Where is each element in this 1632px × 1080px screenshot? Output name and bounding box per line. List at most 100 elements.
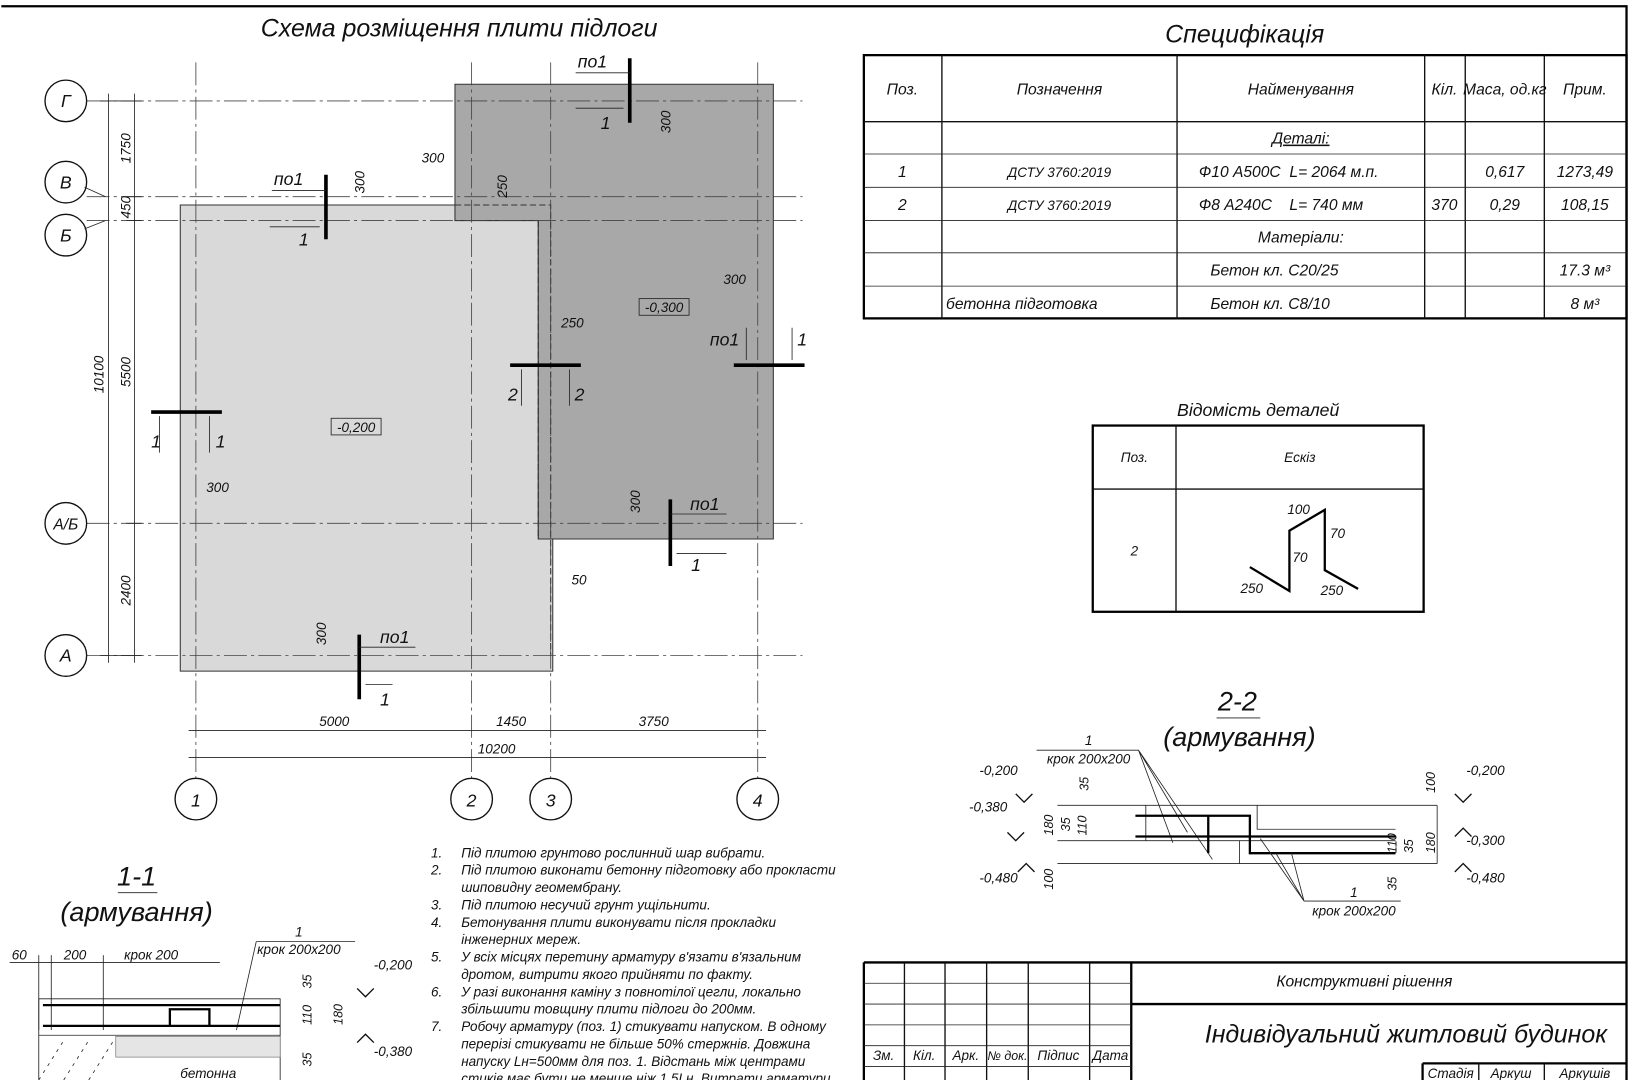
svg-text:70: 70 (1293, 550, 1309, 565)
svg-text:Відомість деталей: Відомість деталей (1177, 400, 1339, 420)
svg-text:370: 370 (1431, 197, 1457, 214)
specification-table: Специфікація Поз. Позначення Найменуванн… (862, 21, 1628, 320)
svg-text:2: 2 (1130, 544, 1139, 559)
title-block: Зм. Кіл. Арк. № док. Підпис Дата Констру… (862, 961, 1627, 1080)
svg-text:35: 35 (1078, 777, 1092, 791)
sheet-frame (1, 5, 1628, 1080)
svg-text:по1: по1 (690, 494, 719, 514)
svg-text:1: 1 (1085, 733, 1093, 748)
svg-text:180: 180 (1042, 815, 1056, 836)
svg-text:2: 2 (466, 790, 477, 810)
svg-text:Конструктивні рішення: Конструктивні рішення (1276, 973, 1453, 990)
svg-text:10100: 10100 (91, 355, 106, 393)
svg-text:-0,380: -0,380 (374, 1044, 413, 1059)
section-mark: по1 1 (668, 494, 727, 575)
axis-bubble-3: 3 (529, 777, 573, 821)
svg-text:Позначення: Позначення (1017, 82, 1103, 99)
svg-text:по1: по1 (710, 329, 739, 349)
svg-text:бетонна: бетонна (180, 1066, 236, 1080)
svg-text:3: 3 (546, 790, 556, 810)
note-number: 2. (430, 863, 442, 878)
svg-text:0,29: 0,29 (1490, 197, 1521, 214)
svg-text:1: 1 (380, 689, 390, 709)
svg-text:60: 60 (12, 947, 28, 962)
svg-text:L= 740 мм: L= 740 мм (1289, 197, 1363, 214)
level-tag: -0,200 (337, 420, 376, 435)
note-number: 5. (431, 950, 442, 965)
svg-text:50: 50 (571, 573, 587, 588)
note-line: У всіх місцях перетину арматуру в'язати … (460, 950, 802, 965)
svg-text:Г: Г (61, 91, 72, 111)
svg-text:1: 1 (151, 431, 161, 451)
plan-title: Схема розміщення плити підлоги (261, 14, 658, 42)
note-line: Бетонування плити виконувати після прокл… (461, 915, 776, 930)
note-line: Робочу арматуру (поз. 1) стикувати напус… (461, 1019, 827, 1034)
svg-text:1: 1 (216, 431, 226, 451)
note-number: 1. (431, 845, 442, 860)
svg-text:-0,200: -0,200 (1466, 763, 1505, 778)
axis-bubble-AB: А/Б (44, 501, 88, 545)
svg-text:крок 200х200: крок 200х200 (1312, 904, 1396, 919)
svg-text:110: 110 (1076, 816, 1090, 836)
axis-bubble-4: 4 (736, 777, 780, 821)
svg-text:450: 450 (118, 195, 133, 218)
svg-text:Кіл.: Кіл. (913, 1048, 935, 1063)
svg-text:В: В (60, 172, 72, 192)
svg-text:крок 200х200: крок 200х200 (257, 942, 341, 957)
svg-text:Бетон кл. С20/25: Бетон кл. С20/25 (1210, 263, 1338, 280)
general-notes: 1. Під плитою грунтово рослинний шар вибр… (430, 845, 836, 1080)
svg-text:Деталі:: Деталі: (1270, 131, 1329, 148)
svg-text:Б: Б (60, 225, 72, 245)
svg-text:1-1: 1-1 (117, 861, 156, 891)
svg-text:-0,480: -0,480 (1466, 870, 1505, 885)
svg-text:Ф10 А500С: Ф10 А500С (1199, 164, 1281, 181)
svg-text:№ док.: № док. (987, 1049, 1027, 1063)
svg-text:180: 180 (1424, 832, 1438, 853)
specification-title: Специфікація (1165, 21, 1324, 49)
svg-text:10200: 10200 (478, 741, 516, 756)
svg-text:крок 200х200: крок 200х200 (1047, 752, 1131, 767)
svg-text:А/Б: А/Б (52, 517, 78, 534)
svg-text:1: 1 (295, 924, 303, 939)
svg-text:-0,200: -0,200 (979, 763, 1018, 778)
svg-text:1: 1 (1350, 885, 1358, 900)
note-number: 4. (431, 915, 442, 930)
section-2-2: 2-2 (армування) 1 крок 200х200 -0,200 -0… (969, 687, 1505, 919)
note-line: напуску Lн=500мм для поз. 1. Відстань мі… (461, 1054, 806, 1069)
svg-text:ДСТУ 3760:2019: ДСТУ 3760:2019 (1006, 198, 1112, 213)
svg-text:17.3 м³: 17.3 м³ (1560, 263, 1611, 280)
svg-text:250: 250 (495, 175, 510, 199)
svg-text:250: 250 (1240, 581, 1264, 596)
svg-text:Кіл.: Кіл. (1432, 82, 1458, 99)
svg-text:(армування): (армування) (60, 897, 212, 927)
svg-text:Дата: Дата (1091, 1048, 1129, 1063)
note-line: Під плитою грунтово рослинний шар вибрат… (461, 845, 765, 860)
svg-text:Аркушів: Аркушів (1558, 1066, 1610, 1080)
svg-text:108,15: 108,15 (1561, 197, 1609, 214)
svg-text:1: 1 (691, 555, 701, 575)
svg-text:-0,300: -0,300 (1466, 833, 1505, 848)
svg-text:2: 2 (897, 197, 907, 214)
svg-text:Підпис: Підпис (1037, 1048, 1079, 1063)
svg-text:2-2: 2-2 (1217, 687, 1257, 717)
svg-text:Поз.: Поз. (887, 82, 918, 99)
svg-text:300: 300 (314, 622, 329, 645)
svg-text:5500: 5500 (118, 357, 133, 388)
axis-bubble-A: А (44, 634, 88, 677)
floor-slab-plan: Схема розміщення плити підлоги Г В Б А/Б… (44, 14, 807, 821)
svg-text:300: 300 (628, 490, 643, 513)
svg-text:Бетон кл. С8/10: Бетон кл. С8/10 (1210, 296, 1330, 313)
svg-text:100: 100 (1287, 502, 1310, 517)
svg-text:крок 200: крок 200 (124, 947, 179, 962)
note-number: 7. (431, 1019, 442, 1034)
svg-text:100: 100 (1042, 869, 1056, 890)
svg-text:300: 300 (723, 272, 746, 287)
svg-text:8 м³: 8 м³ (1570, 296, 1600, 313)
svg-text:2400: 2400 (118, 575, 133, 607)
level-tag: -0,300 (645, 300, 684, 315)
svg-text:2: 2 (574, 385, 585, 405)
svg-text:-0,480: -0,480 (979, 870, 1018, 885)
